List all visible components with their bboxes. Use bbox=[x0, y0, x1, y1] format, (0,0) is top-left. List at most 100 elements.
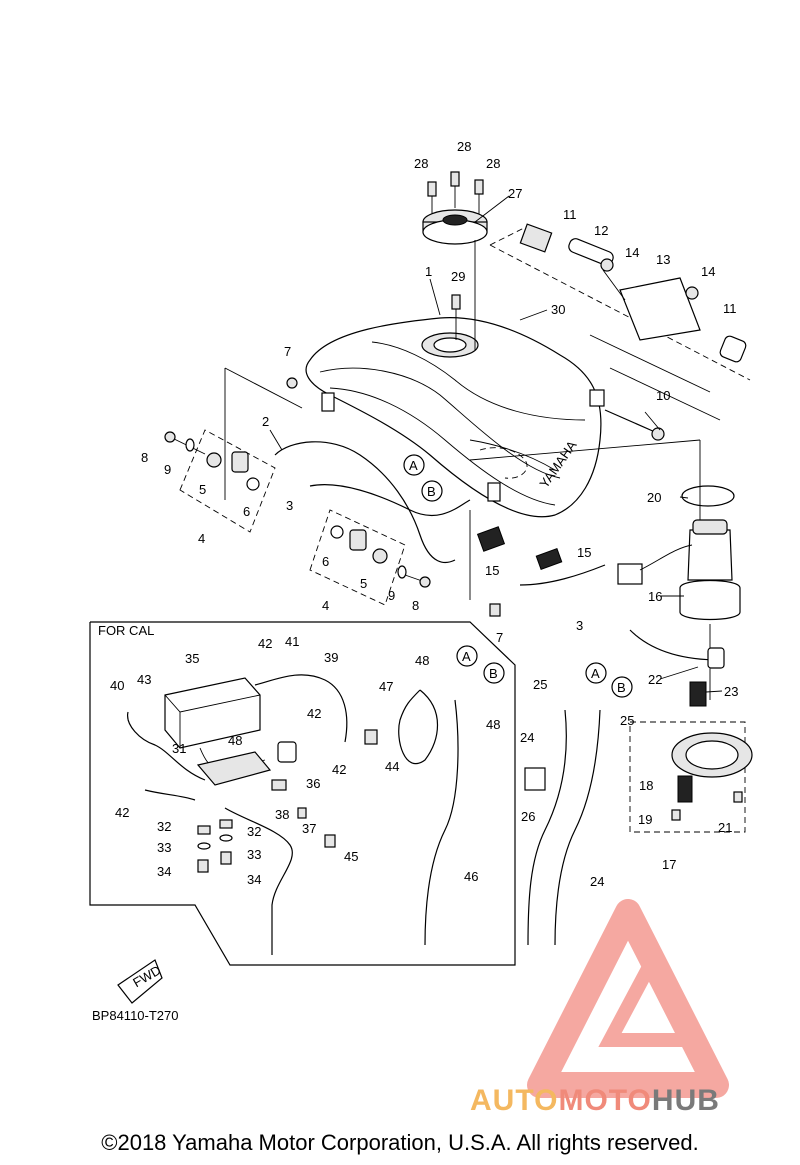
callout-24: 24 bbox=[520, 730, 534, 745]
callout-29: 29 bbox=[451, 269, 465, 284]
connector-a-right: A bbox=[591, 666, 600, 681]
callout-10: 10 bbox=[656, 388, 670, 403]
fwd-arrow: FWD bbox=[117, 959, 163, 1004]
callout-23: 23 bbox=[724, 684, 738, 699]
callout-31: 31 bbox=[172, 741, 186, 756]
bolts-7 bbox=[286, 377, 501, 617]
callout-numbers: 1 2 3 3 4 4 5 5 6 6 7 7 8 8 9 9 10 11 11… bbox=[110, 139, 738, 889]
callout-15b: 15 bbox=[577, 545, 591, 560]
callout-28b: 28 bbox=[457, 139, 471, 154]
callout-14b: 14 bbox=[701, 264, 715, 279]
callout-42b: 42 bbox=[307, 706, 321, 721]
callout-3b: 3 bbox=[576, 618, 583, 633]
callout-27: 27 bbox=[508, 186, 522, 201]
callout-24b: 24 bbox=[590, 874, 604, 889]
watermark-hub: HUB bbox=[651, 1084, 720, 1117]
tank-bracket-rear bbox=[487, 482, 501, 502]
callout-48b: 48 bbox=[228, 733, 242, 748]
callout-48c: 48 bbox=[486, 717, 500, 732]
callout-39: 39 bbox=[324, 650, 338, 665]
callout-8: 8 bbox=[141, 450, 148, 465]
pads-15 bbox=[476, 526, 563, 570]
connector-b-tank: B bbox=[427, 484, 436, 499]
callout-34: 34 bbox=[157, 864, 171, 879]
callout-6b: 6 bbox=[322, 554, 329, 569]
callout-11: 11 bbox=[563, 207, 577, 222]
callout-1: 1 bbox=[425, 264, 432, 279]
callout-44: 44 bbox=[385, 759, 399, 774]
callout-41: 41 bbox=[285, 634, 299, 649]
callout-4b: 4 bbox=[322, 598, 329, 613]
filler-cap-assembly bbox=[422, 171, 488, 350]
copyright-notice: ©2018 Yamaha Motor Corporation, U.S.A. A… bbox=[101, 1130, 699, 1155]
callout-34b: 34 bbox=[247, 872, 261, 887]
connector-b-cal: B bbox=[489, 666, 498, 681]
damper-set-upper bbox=[164, 429, 276, 533]
bolt-10 bbox=[604, 409, 665, 441]
callout-36: 36 bbox=[306, 776, 320, 791]
callout-18: 18 bbox=[639, 778, 653, 793]
tank-bracket-front bbox=[589, 389, 605, 407]
callout-30: 30 bbox=[551, 302, 565, 317]
watermark-logo bbox=[527, 899, 729, 1098]
callout-25: 25 bbox=[533, 677, 547, 692]
callout-7b: 7 bbox=[496, 630, 503, 645]
callout-3: 3 bbox=[286, 498, 293, 513]
callout-33: 33 bbox=[157, 840, 171, 855]
fuel-tank: YAMAHA bbox=[305, 317, 605, 518]
reference-code: BP84110-T270 bbox=[92, 1008, 179, 1023]
callout-45: 45 bbox=[344, 849, 358, 864]
overflow-hoses bbox=[274, 441, 606, 586]
callout-13: 13 bbox=[656, 252, 670, 267]
for-cal-box bbox=[89, 621, 516, 966]
callout-35: 35 bbox=[185, 651, 199, 666]
reference-lines bbox=[224, 367, 721, 600]
callout-2: 2 bbox=[262, 414, 269, 429]
callout-9b: 9 bbox=[388, 588, 395, 603]
tank-bracket-left bbox=[321, 392, 335, 412]
callout-46: 46 bbox=[464, 869, 478, 884]
callout-6: 6 bbox=[243, 504, 250, 519]
watermark-moto: MOTO bbox=[558, 1084, 652, 1117]
callout-42: 42 bbox=[258, 636, 272, 651]
for-cal-label: FOR CAL bbox=[98, 623, 155, 638]
watermark-auto: AUTO bbox=[470, 1084, 559, 1117]
callout-37: 37 bbox=[302, 821, 316, 836]
callout-47: 47 bbox=[379, 679, 393, 694]
callout-5b: 5 bbox=[360, 576, 367, 591]
callout-12: 12 bbox=[594, 223, 608, 238]
callout-38: 38 bbox=[275, 807, 289, 822]
pump-bracket-17 bbox=[629, 721, 753, 833]
canister-35 bbox=[164, 677, 272, 786]
callout-22: 22 bbox=[648, 672, 662, 687]
fuel-pump-assembly bbox=[617, 485, 741, 707]
callout-33b: 33 bbox=[247, 847, 261, 862]
callout-43: 43 bbox=[137, 672, 151, 687]
callout-8b: 8 bbox=[412, 598, 419, 613]
callout-19: 19 bbox=[638, 812, 652, 827]
damper-set-lower bbox=[309, 509, 431, 606]
connector-a-cal: A bbox=[462, 649, 471, 664]
callout-17: 17 bbox=[662, 857, 676, 872]
callout-28c: 28 bbox=[486, 156, 500, 171]
connector-markers: A B A B A B bbox=[403, 454, 633, 698]
callout-7: 7 bbox=[284, 344, 291, 359]
callout-14: 14 bbox=[625, 245, 639, 260]
callout-20: 20 bbox=[647, 490, 661, 505]
callout-48: 48 bbox=[415, 653, 429, 668]
vent-hose-assembly bbox=[489, 223, 751, 393]
watermark-text: AUTOMOTOHUB bbox=[470, 1084, 720, 1118]
callout-25b: 25 bbox=[620, 713, 634, 728]
callout-15: 15 bbox=[485, 563, 499, 578]
callout-32b: 32 bbox=[247, 824, 261, 839]
callout-16: 16 bbox=[648, 589, 662, 604]
callout-42d: 42 bbox=[115, 805, 129, 820]
cal-fasteners bbox=[197, 729, 378, 873]
callout-26: 26 bbox=[521, 809, 535, 824]
callout-42c: 42 bbox=[332, 762, 346, 777]
callout-28: 28 bbox=[414, 156, 428, 171]
leader-lines bbox=[269, 195, 723, 693]
connector-b-right: B bbox=[617, 680, 626, 695]
connector-a-tank: A bbox=[409, 458, 418, 473]
